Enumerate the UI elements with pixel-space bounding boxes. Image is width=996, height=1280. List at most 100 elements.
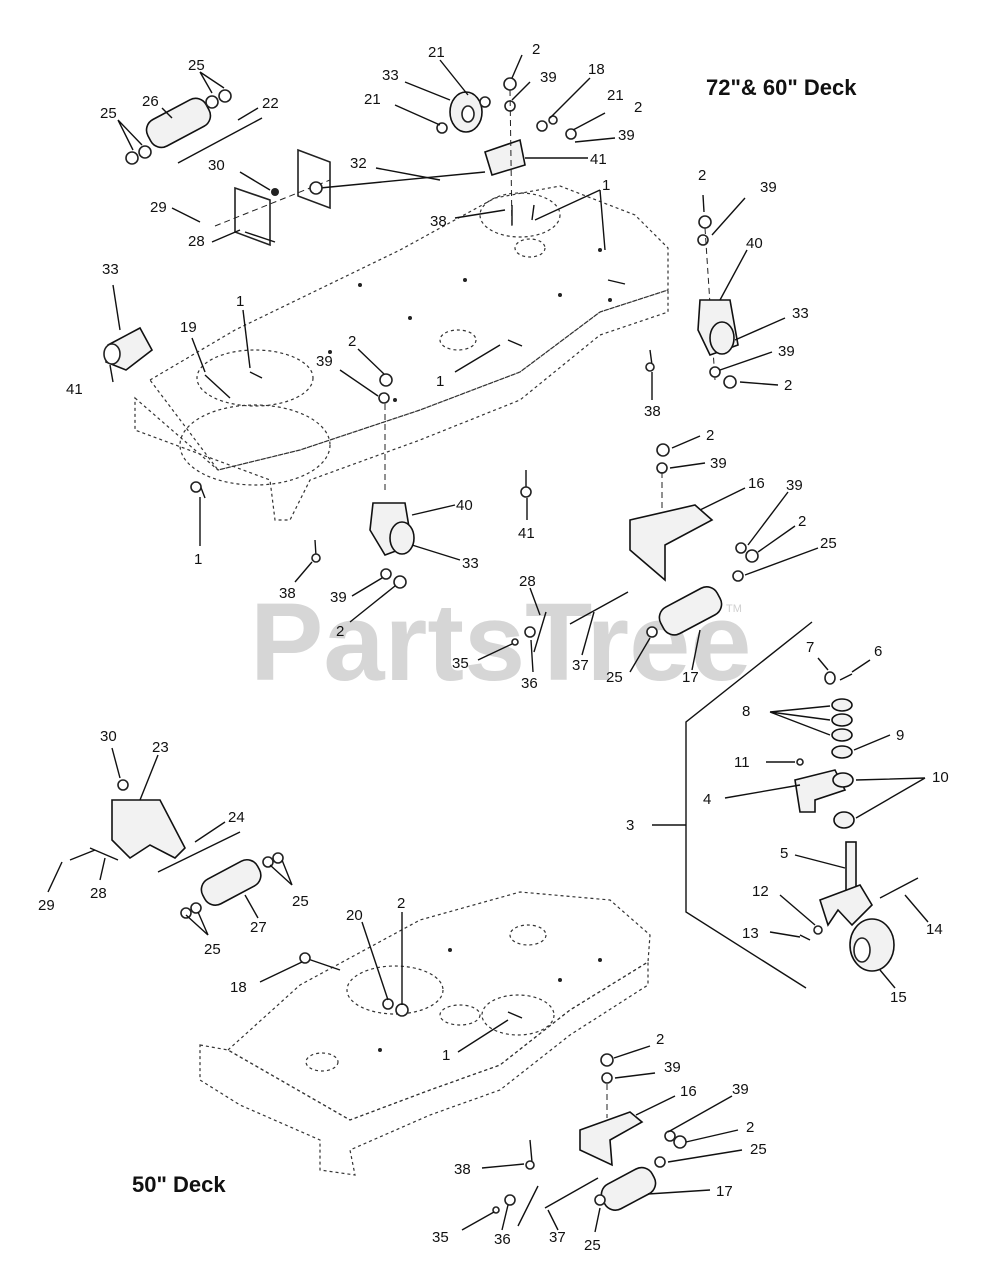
callout-label: 25 bbox=[292, 893, 309, 910]
callout-label: 33 bbox=[792, 305, 809, 322]
callout-label: 26 bbox=[142, 93, 159, 110]
callout-label: 39 bbox=[618, 127, 635, 144]
callout-label: 21 bbox=[428, 44, 445, 61]
callout-label: 25 bbox=[584, 1237, 601, 1254]
callout-label: 2 bbox=[656, 1031, 664, 1048]
bottom-deck-title: 50" Deck bbox=[132, 1172, 226, 1197]
callout-label: 41 bbox=[590, 151, 607, 168]
part-callouts: 25 25 26 22 30 29 28 21 2 33 39 18 21 21… bbox=[38, 41, 949, 1254]
callout-label: 25 bbox=[750, 1141, 767, 1158]
callout-label: 1 bbox=[442, 1047, 450, 1064]
callout-label: 15 bbox=[890, 989, 907, 1006]
bottom-hardware-parts bbox=[69, 779, 687, 1227]
callout-label: 3 bbox=[626, 817, 634, 834]
callout-label: 25 bbox=[188, 57, 205, 74]
callout-label: 39 bbox=[732, 1081, 749, 1098]
callout-label: 40 bbox=[456, 497, 473, 514]
callout-label: 18 bbox=[588, 61, 605, 78]
callout-label: 39 bbox=[710, 455, 727, 472]
callout-label: 30 bbox=[100, 728, 117, 745]
callout-label: 2 bbox=[698, 167, 706, 184]
watermark-text: PartsTree bbox=[250, 581, 751, 704]
callout-label: 21 bbox=[607, 87, 624, 104]
callout-label: 36 bbox=[494, 1231, 511, 1248]
callout-label: 33 bbox=[382, 67, 399, 84]
callout-label: 2 bbox=[798, 513, 806, 530]
callout-label: 2 bbox=[706, 427, 714, 444]
caster-assembly-parts bbox=[652, 621, 919, 989]
callout-label: 1 bbox=[436, 373, 444, 390]
callout-label: 1 bbox=[236, 293, 244, 310]
callout-label: 25 bbox=[100, 105, 117, 122]
callout-label: 4 bbox=[703, 791, 711, 808]
callout-label: 2 bbox=[746, 1119, 754, 1136]
callout-label: 27 bbox=[250, 919, 267, 936]
callout-label: 36 bbox=[521, 675, 538, 692]
callout-label: 39 bbox=[664, 1059, 681, 1076]
callout-label: 23 bbox=[152, 739, 169, 756]
callout-label: 30 bbox=[208, 157, 225, 174]
callout-label: 7 bbox=[806, 639, 814, 656]
callout-label: 38 bbox=[279, 585, 296, 602]
callout-label: 2 bbox=[634, 99, 642, 116]
callout-label: 1 bbox=[602, 177, 610, 194]
callout-label: 12 bbox=[752, 883, 769, 900]
callout-label: 2 bbox=[348, 333, 356, 350]
callout-label: 11 bbox=[734, 754, 750, 771]
callout-label: 17 bbox=[716, 1183, 733, 1200]
callout-label: 25 bbox=[820, 535, 837, 552]
leader-lines bbox=[47, 54, 929, 1233]
callout-label: 35 bbox=[432, 1229, 449, 1246]
callout-label: 37 bbox=[549, 1229, 566, 1246]
callout-label: 6 bbox=[874, 643, 882, 660]
callout-label: 25 bbox=[606, 669, 623, 686]
callout-label: 41 bbox=[66, 381, 83, 398]
callout-label: 39 bbox=[316, 353, 333, 370]
callout-label: 38 bbox=[454, 1161, 471, 1178]
callout-label: 38 bbox=[644, 403, 661, 420]
callout-label: 35 bbox=[452, 655, 469, 672]
callout-label: 24 bbox=[228, 809, 245, 826]
callout-label: 33 bbox=[462, 555, 479, 572]
callout-label: 22 bbox=[262, 95, 279, 112]
callout-label: 14 bbox=[926, 921, 943, 938]
callout-label: 2 bbox=[784, 377, 792, 394]
callout-label: 2 bbox=[336, 623, 344, 640]
callout-label: 18 bbox=[230, 979, 247, 996]
callout-label: 32 bbox=[350, 155, 367, 172]
callout-label: 39 bbox=[778, 343, 795, 360]
callout-label: 28 bbox=[519, 573, 536, 590]
top-hardware-parts bbox=[103, 77, 759, 653]
top-deck-title: 72"& 60" Deck bbox=[706, 75, 857, 100]
callout-label: 1 bbox=[194, 551, 202, 568]
callout-label: 8 bbox=[742, 703, 750, 720]
callout-label: 25 bbox=[204, 941, 221, 958]
callout-label: 20 bbox=[346, 907, 363, 924]
callout-label: 16 bbox=[748, 475, 765, 492]
callout-label: 39 bbox=[760, 179, 777, 196]
callout-label: 39 bbox=[540, 69, 557, 86]
callout-label: 2 bbox=[397, 895, 405, 912]
top-deck-shell bbox=[134, 185, 669, 521]
callout-label: 19 bbox=[180, 319, 197, 336]
bottom-deck-shell bbox=[199, 891, 651, 1176]
callout-label: 9 bbox=[896, 727, 904, 744]
callout-label: 10 bbox=[932, 769, 949, 786]
callout-label: 41 bbox=[518, 525, 535, 542]
callout-label: 29 bbox=[150, 199, 167, 216]
callout-label: 39 bbox=[330, 589, 347, 606]
callout-label: 38 bbox=[430, 213, 447, 230]
callout-label: 2 bbox=[532, 41, 540, 58]
callout-label: 28 bbox=[188, 233, 205, 250]
callout-label: 33 bbox=[102, 261, 119, 278]
callout-label: 39 bbox=[786, 477, 803, 494]
callout-label: 17 bbox=[682, 669, 699, 686]
watermark-trademark: TM bbox=[726, 603, 742, 615]
callout-label: 40 bbox=[746, 235, 763, 252]
callout-label: 5 bbox=[780, 845, 788, 862]
callout-label: 29 bbox=[38, 897, 55, 914]
callout-label: 28 bbox=[90, 885, 107, 902]
callout-label: 37 bbox=[572, 657, 589, 674]
